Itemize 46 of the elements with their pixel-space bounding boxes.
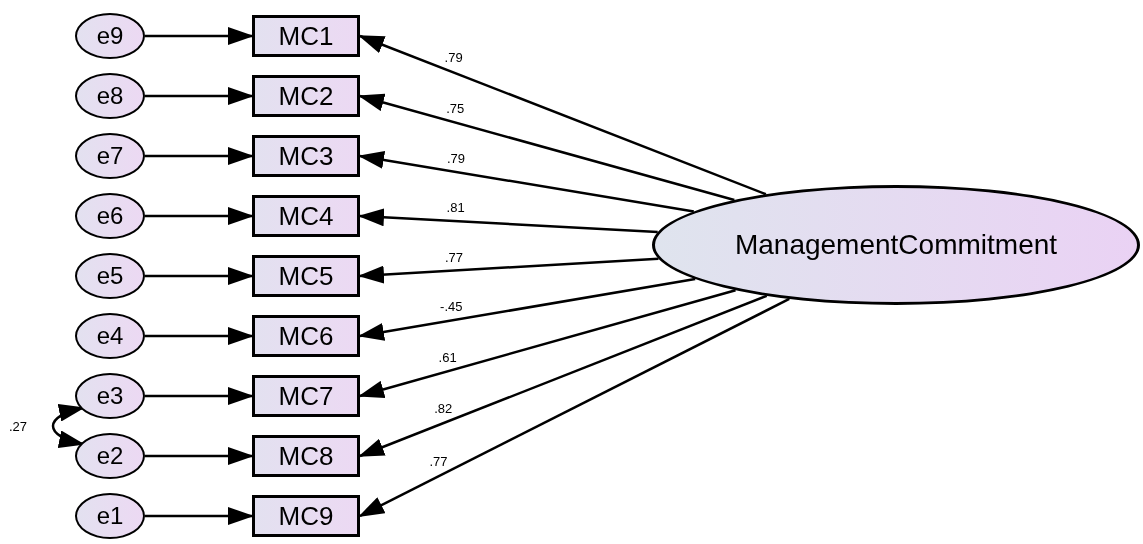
observed-variable-box: MC1 <box>252 15 360 57</box>
arrow <box>358 257 659 284</box>
edge-label: .82 <box>433 401 454 415</box>
arrow <box>145 27 254 45</box>
observed-variable-box: MC6 <box>252 315 360 357</box>
observed-variable-box: MC9 <box>252 495 360 537</box>
edge-label: .79 <box>445 151 467 165</box>
edge-label: .79 <box>443 50 464 64</box>
arrow <box>358 93 735 202</box>
observed-variable-box: MC3 <box>252 135 360 177</box>
edge-label: -.45 <box>439 299 464 313</box>
observed-variable-box: MC2 <box>252 75 360 117</box>
error-term-circle: e5 <box>75 253 145 299</box>
arrow <box>358 277 696 341</box>
error-term-circle: e6 <box>75 193 145 239</box>
arrow <box>358 297 790 518</box>
edge-label: .77 <box>428 454 449 468</box>
arrow <box>145 387 254 405</box>
arrow <box>145 327 254 345</box>
arrow <box>358 289 736 399</box>
arrow <box>358 34 767 196</box>
arrow <box>145 147 254 165</box>
edge-label: .81 <box>445 200 466 214</box>
arrow <box>358 294 768 458</box>
observed-variable-box: MC8 <box>252 435 360 477</box>
edge-label: .77 <box>444 250 465 264</box>
error-term-circle: e8 <box>75 73 145 119</box>
arrow <box>145 87 254 105</box>
observed-variable-box: MC7 <box>252 375 360 417</box>
edge-label: .61 <box>437 350 458 364</box>
edge-label: .75 <box>445 101 466 115</box>
arrow <box>145 267 254 285</box>
observed-variable-box: MC5 <box>252 255 360 297</box>
observed-variable-box: MC4 <box>252 195 360 237</box>
edge-label: .27 <box>7 419 29 433</box>
error-term-circle: e2 <box>75 433 145 479</box>
arrow <box>145 207 254 225</box>
error-term-circle: e9 <box>75 13 145 59</box>
error-term-circle: e4 <box>75 313 145 359</box>
arrow <box>358 151 694 213</box>
error-term-circle: e1 <box>75 493 145 539</box>
error-term-circle: e3 <box>75 373 145 419</box>
error-term-circle: e7 <box>75 133 145 179</box>
arrow <box>145 447 254 465</box>
arrow <box>145 507 254 525</box>
latent-variable-ellipse: ManagementCommitment <box>652 185 1140 305</box>
